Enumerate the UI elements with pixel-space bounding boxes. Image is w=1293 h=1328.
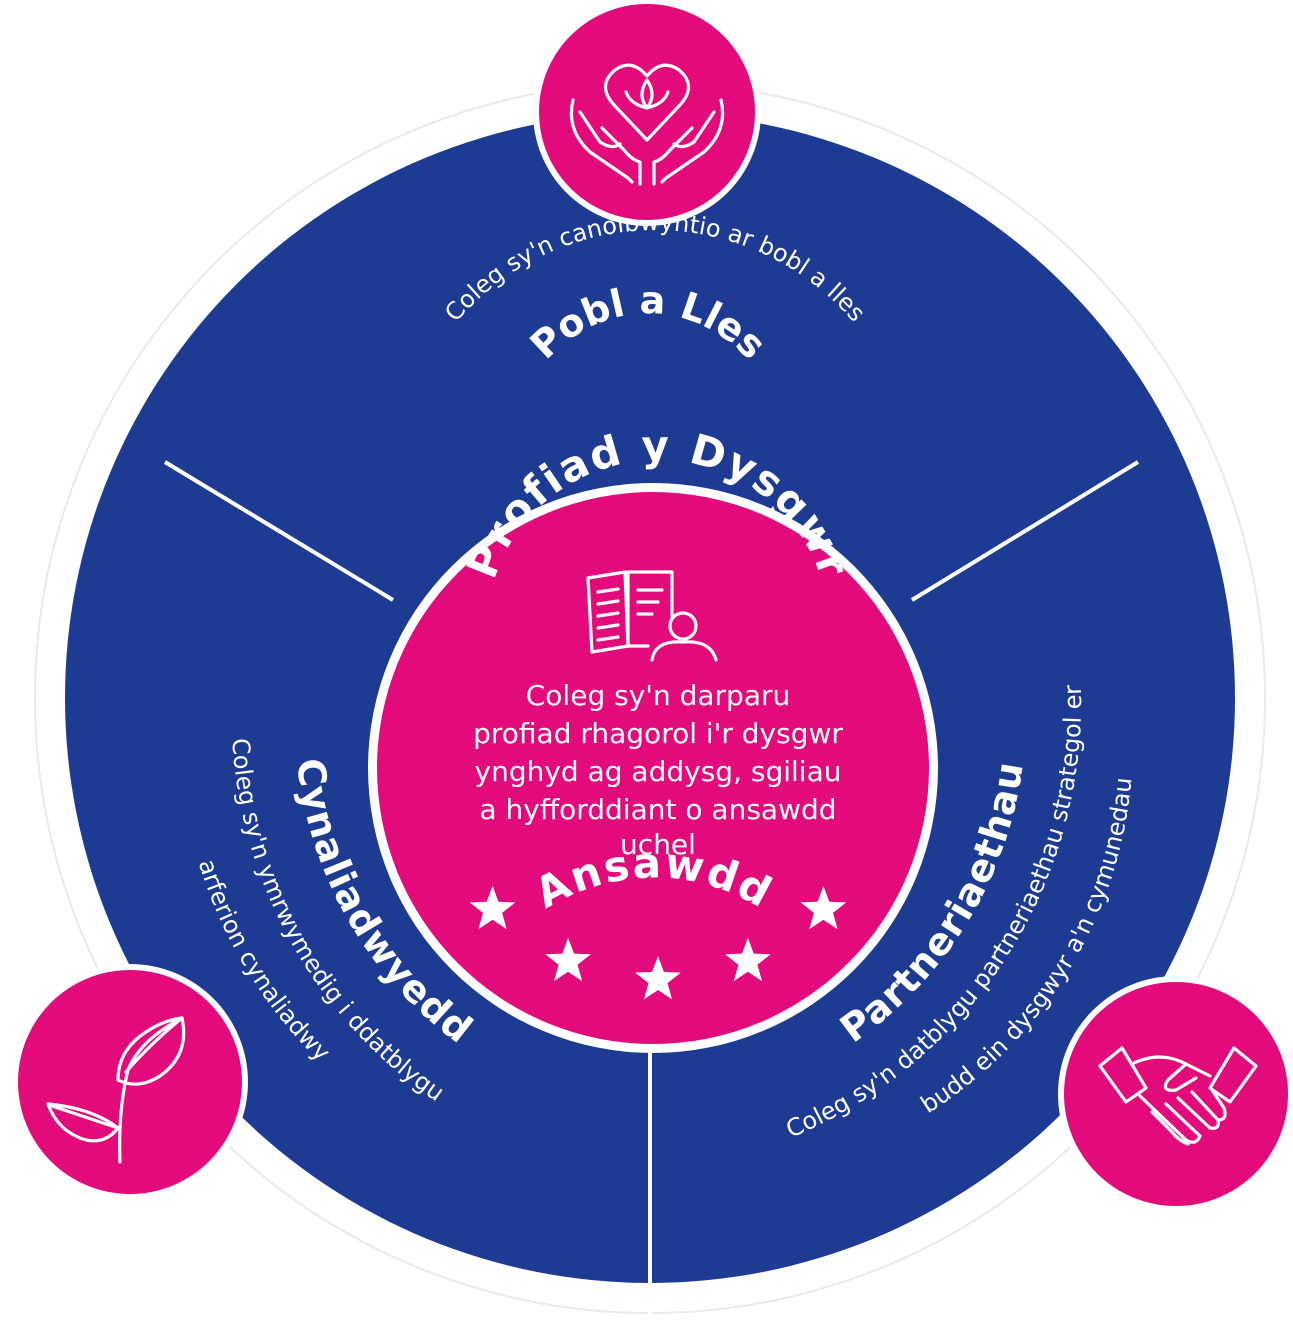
icon-badge-left <box>12 964 248 1200</box>
star-icon <box>800 885 847 930</box>
center-body-line-5: uchel <box>620 828 696 861</box>
center-body-line-2: profiad rhagorol i'r dysgwr <box>473 717 843 750</box>
center-body-line-4: a hyfforddiant o ansawdd <box>479 793 836 826</box>
book-learner-icon <box>586 570 718 662</box>
divider-top-right <box>910 460 1140 602</box>
center-body-line-3: ynghyd ag addysg, sgiliau <box>475 755 842 788</box>
quality-stars <box>469 885 847 1000</box>
center-hub: Profiad y Dysgwr Coleg sy'n darparu prof… <box>368 421 938 1053</box>
handshake-icon <box>1098 1046 1258 1146</box>
star-icon <box>469 885 516 930</box>
icon-badge-top <box>533 0 761 226</box>
star-icon <box>545 937 591 982</box>
star-icon <box>635 956 681 1000</box>
plant-leaf-icon <box>46 1016 186 1164</box>
divider-top-left <box>163 460 395 602</box>
hands-heart-icon <box>569 63 725 186</box>
center-hub-disk <box>377 492 929 1044</box>
icon-badge-right <box>1058 976 1293 1212</box>
center-body-line-1: Coleg sy'n darparu <box>526 679 791 712</box>
star-icon <box>725 937 771 982</box>
segment-dividers <box>163 460 1140 1328</box>
